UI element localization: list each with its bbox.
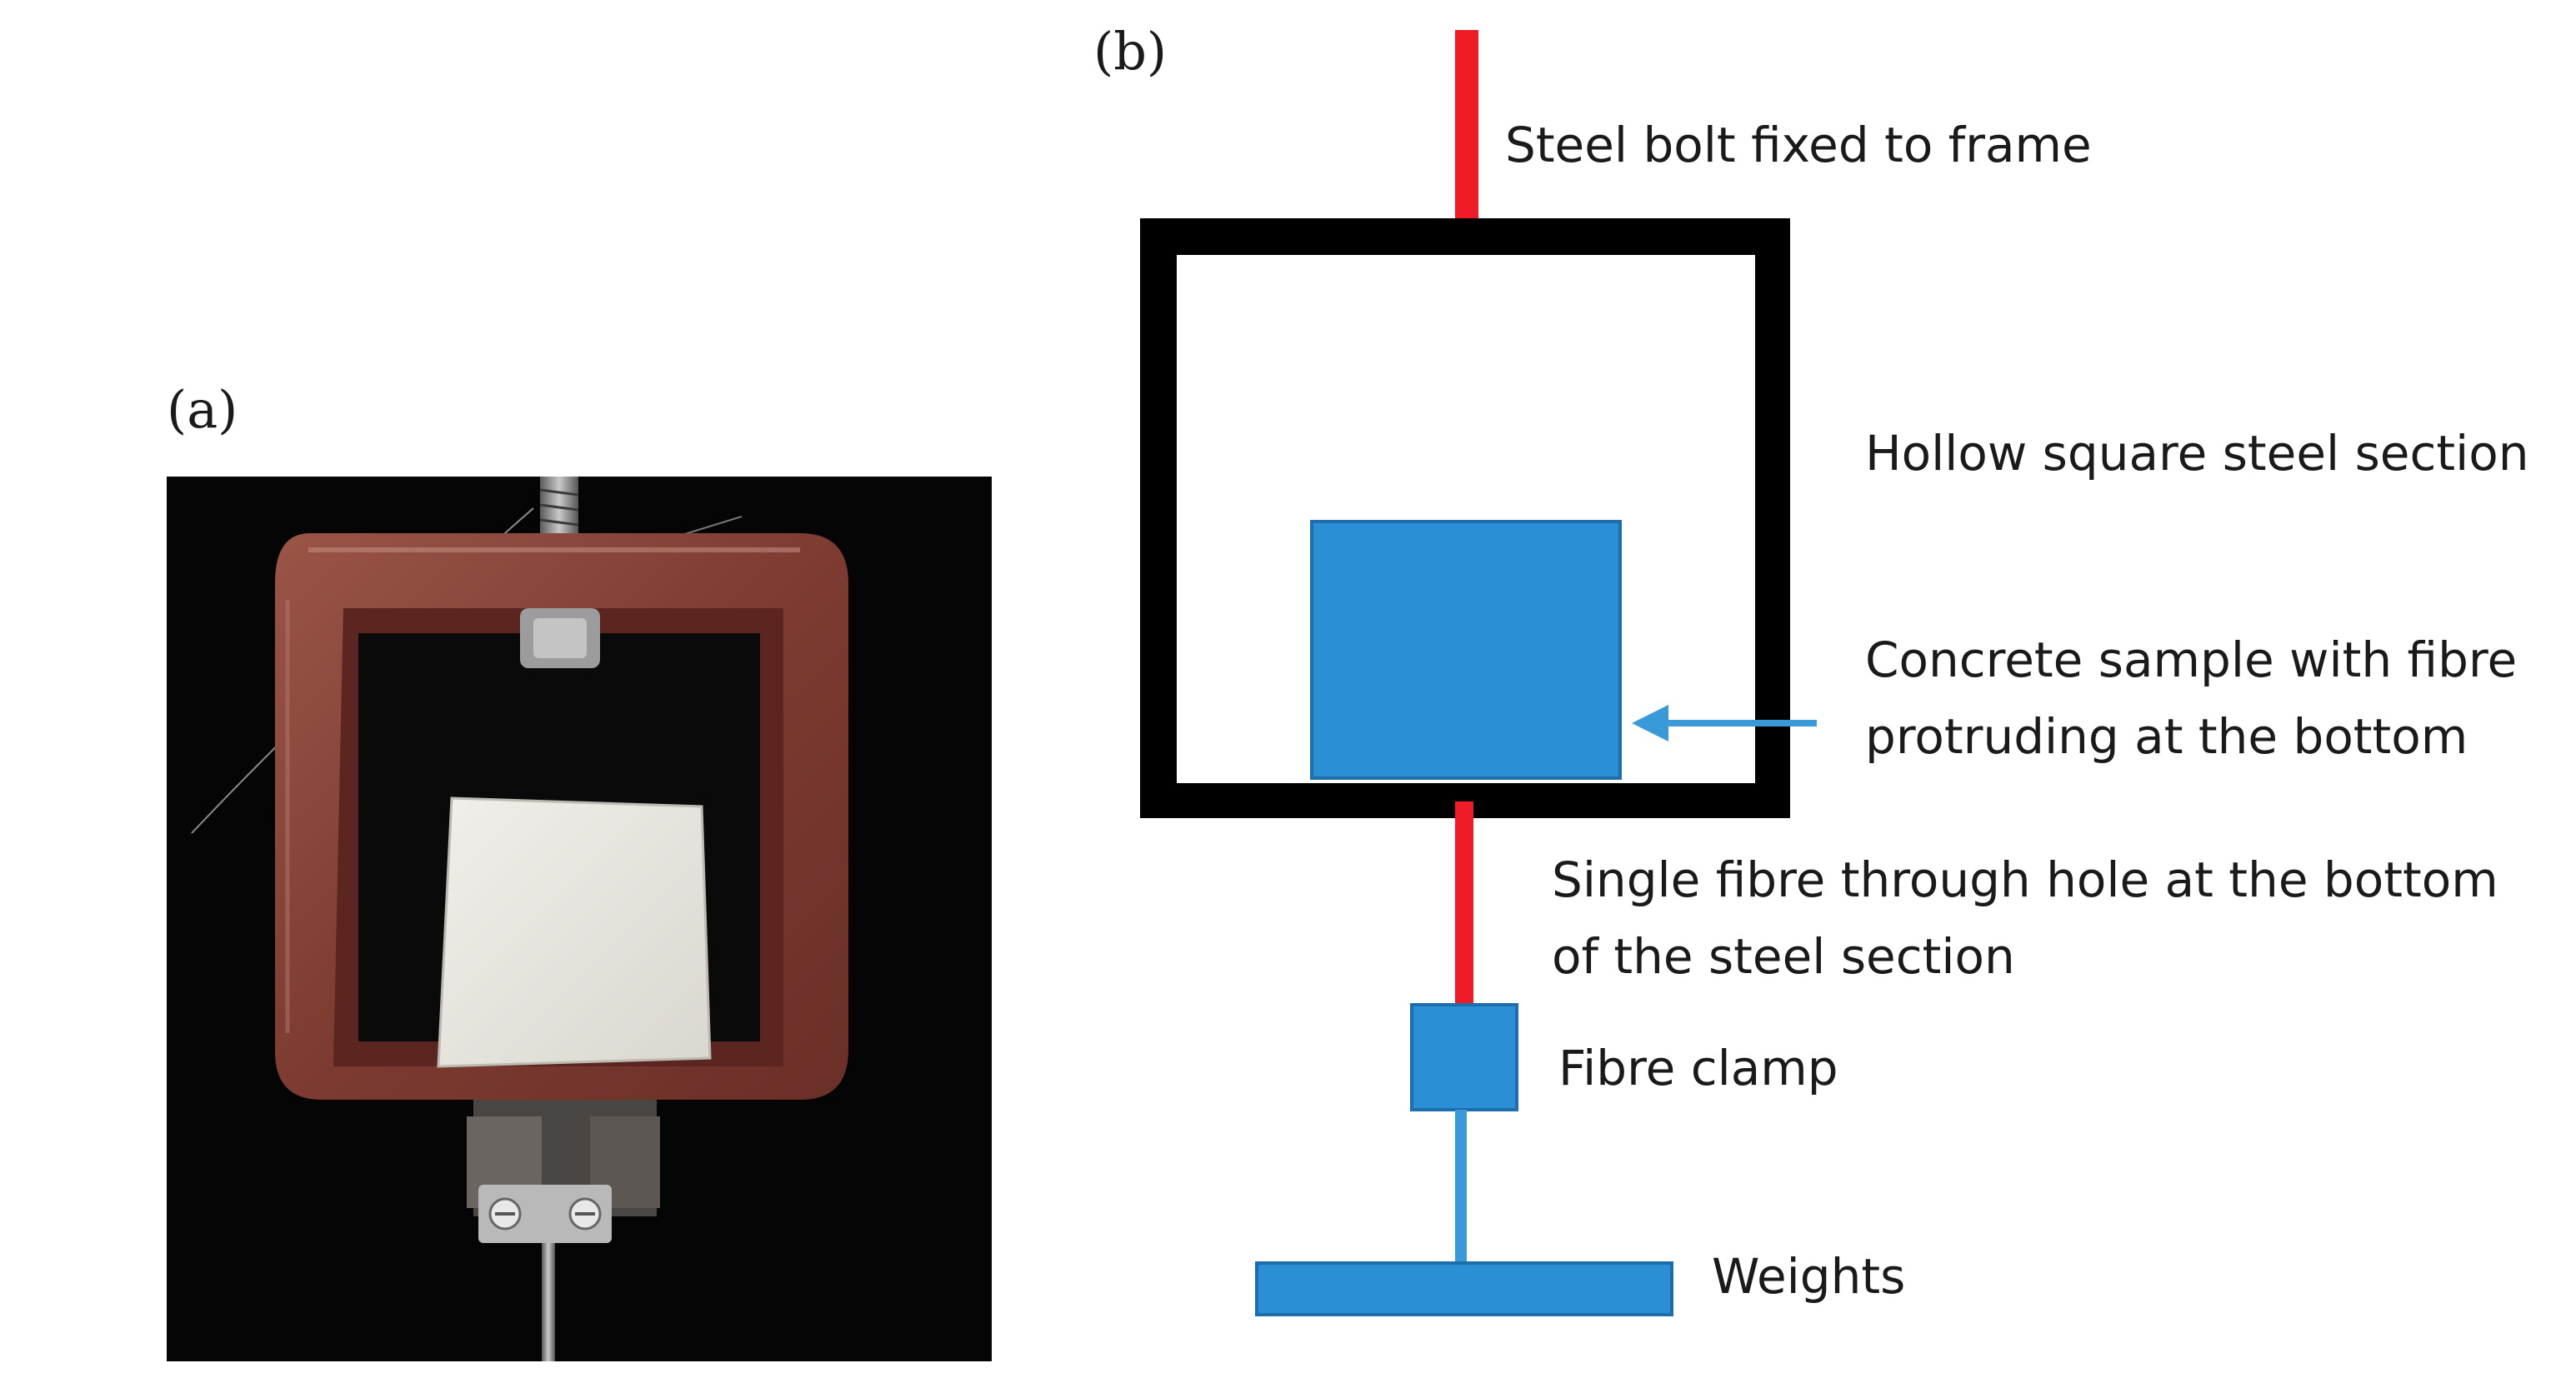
weights xyxy=(1255,1261,1673,1316)
label-fibre-line2: of the steel section xyxy=(1552,928,2015,985)
photo-steel-section xyxy=(275,533,848,1100)
concrete-sample xyxy=(1310,520,1622,780)
fibre-clamp xyxy=(1410,1003,1518,1111)
label-steel-bolt: Steel bolt fixed to frame xyxy=(1505,117,2092,173)
label-weights: Weights xyxy=(1712,1248,1906,1305)
sample-arrow-head xyxy=(1632,705,1668,741)
photo-nut-face xyxy=(533,618,587,658)
label-sample-line2: protruding at the bottom xyxy=(1865,708,2468,765)
schematic-panel xyxy=(1140,30,1817,1316)
photo-concrete-cube xyxy=(437,796,712,1068)
panel-b-letter: (b) xyxy=(1093,21,1168,82)
label-hollow-section: Hollow square steel section xyxy=(1865,425,2529,482)
panel-a-letter: (a) xyxy=(167,379,238,440)
steel-bolt xyxy=(1455,30,1478,235)
label-fibre-clamp: Fibre clamp xyxy=(1558,1040,1838,1096)
single-fibre xyxy=(1455,801,1473,1006)
threaded-rod-bottom xyxy=(542,1243,555,1361)
photo-panel xyxy=(167,477,992,1361)
weights-rod xyxy=(1455,1110,1467,1268)
label-sample-line1: Concrete sample with fibre xyxy=(1865,632,2518,688)
label-fibre-line1: Single fibre through hole at the bottom xyxy=(1552,851,2498,908)
